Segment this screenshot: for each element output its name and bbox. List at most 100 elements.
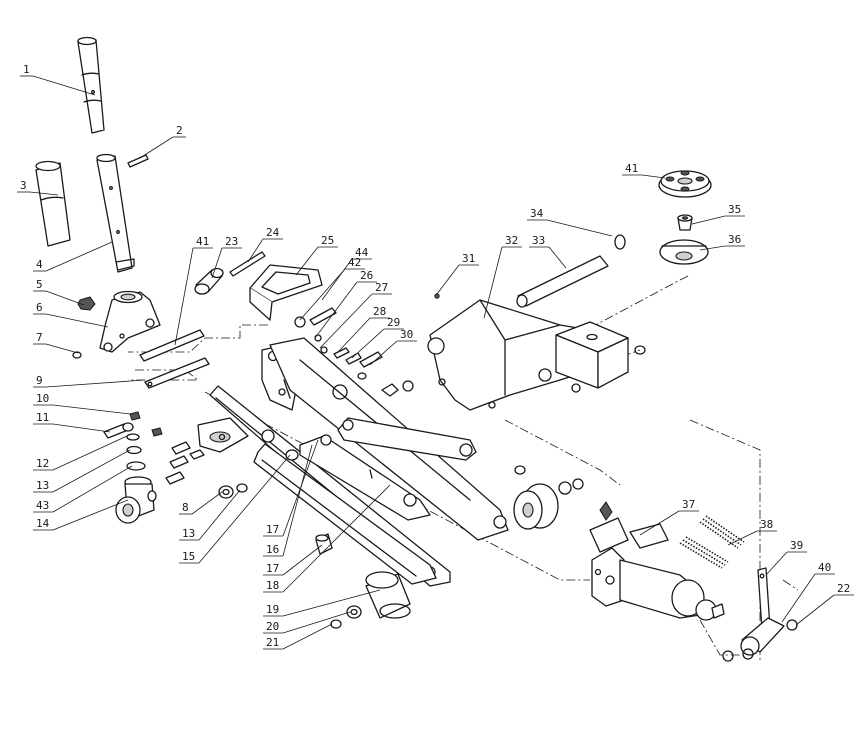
callout-leader [351,328,385,359]
callout-c29: 29 [351,316,404,359]
hydraulic-pump-unit [589,501,725,621]
castor-bolt-set [103,411,205,485]
saddle-spacer [677,214,693,231]
callout-c23: 23 [211,235,242,279]
callout-number: 28 [373,305,386,318]
callout-c11: 11 [33,411,111,433]
callout-number: 18 [266,579,279,592]
callout-leader [198,454,291,564]
upper-link-arm [337,417,477,461]
callout-leader [52,404,131,415]
callout-c40: 40 [781,561,835,623]
callout-number: 17 [266,562,279,575]
lower-frame-plate [253,443,437,585]
callout-number: 14 [36,517,50,530]
callout-leader [198,489,241,541]
callout-number: 34 [530,207,544,220]
callout-c25: 25 [295,234,338,276]
callout-c13a: 13 [33,449,131,493]
callout-number: 33 [532,234,545,247]
callout-c34: 34 [527,207,613,237]
callout-number: 27 [375,281,388,294]
callout-number: 43 [36,499,49,512]
callout-leader [282,544,323,576]
callout-number: 13 [36,479,49,492]
callout-leader [321,258,353,301]
lift-head-set-screw [434,293,440,299]
callout-number: 37 [682,498,695,511]
handle-grip-sleeve [35,160,71,247]
callout-c2: 2 [139,124,186,159]
callout-number: 32 [505,234,518,247]
callout-c38: 38 [727,518,777,546]
callout-leader [52,435,128,471]
callout-leader [52,499,129,531]
link-pin [315,533,333,555]
callout-c13b: 13 [179,489,241,541]
callout-c8: 8 [179,491,223,515]
rear-pivot-block [740,617,785,660]
callout-c39: 39 [765,539,807,576]
callout-leader [45,290,85,306]
saddle-rod-clip [614,234,626,250]
callout-leader [314,281,358,339]
lift-spring [699,515,745,549]
callout-leader [282,623,333,650]
castor-mount-plate [197,417,249,453]
callout-c15: 15 [179,454,291,564]
callout-number: 5 [36,278,43,291]
callout-c43: 43 [33,465,133,513]
front-roller-washer [346,605,362,619]
callout-c1: 1 [20,63,96,96]
callout-c6: 6 [33,301,109,328]
callout-number: 19 [266,603,279,616]
callout-leader [52,449,131,493]
callout-number: 11 [36,411,49,424]
callout-c5: 5 [33,278,85,306]
callout-leader [295,246,319,276]
callout-c41b: 41 [622,162,666,179]
callout-number: 22 [837,582,850,595]
center-linkage [299,434,431,521]
callout-number: 35 [728,203,741,216]
callout-number: 13 [182,527,195,540]
callout-c20: 20 [263,611,351,634]
front-roller-clip [330,619,342,629]
callout-number: 38 [760,518,773,531]
callout-number: 44 [355,246,369,259]
callout-leader [691,215,726,225]
callout-number: 39 [790,539,803,552]
callout-c14: 14 [33,499,129,531]
callout-number: 3 [20,179,27,192]
callout-leader [299,268,346,321]
callout-leader [282,484,391,593]
callout-c22: 22 [795,582,854,626]
callout-c18: 18 [263,484,391,593]
callout-leader [45,313,109,328]
callout-leader [319,293,373,349]
callout-c41a: 41 [174,235,213,346]
handle-socket-yoke [99,290,161,353]
handle-upper-tube [77,36,105,134]
callout-leader [174,247,194,346]
callout-c28: 28 [337,305,390,353]
callout-leader [45,241,113,272]
handle-mount-bracket [249,264,323,321]
callout-number: 1 [23,63,30,76]
callout-number: 23 [225,235,238,248]
callout-leader [282,444,313,557]
callout-number: 6 [36,301,43,314]
handle-pin [127,154,149,168]
callout-leader [337,317,371,353]
callout-number: 30 [400,328,413,341]
callout-c26: 26 [314,269,377,339]
yoke-washer [72,351,82,359]
callout-leader [32,75,96,96]
callout-leader [282,439,319,537]
callout-number: 36 [728,233,741,246]
callout-number: 2 [176,124,183,137]
return-spring [679,536,729,569]
callout-c24: 24 [247,226,283,263]
callout-c30: 30 [369,328,417,366]
callout-c10: 10 [33,392,131,415]
